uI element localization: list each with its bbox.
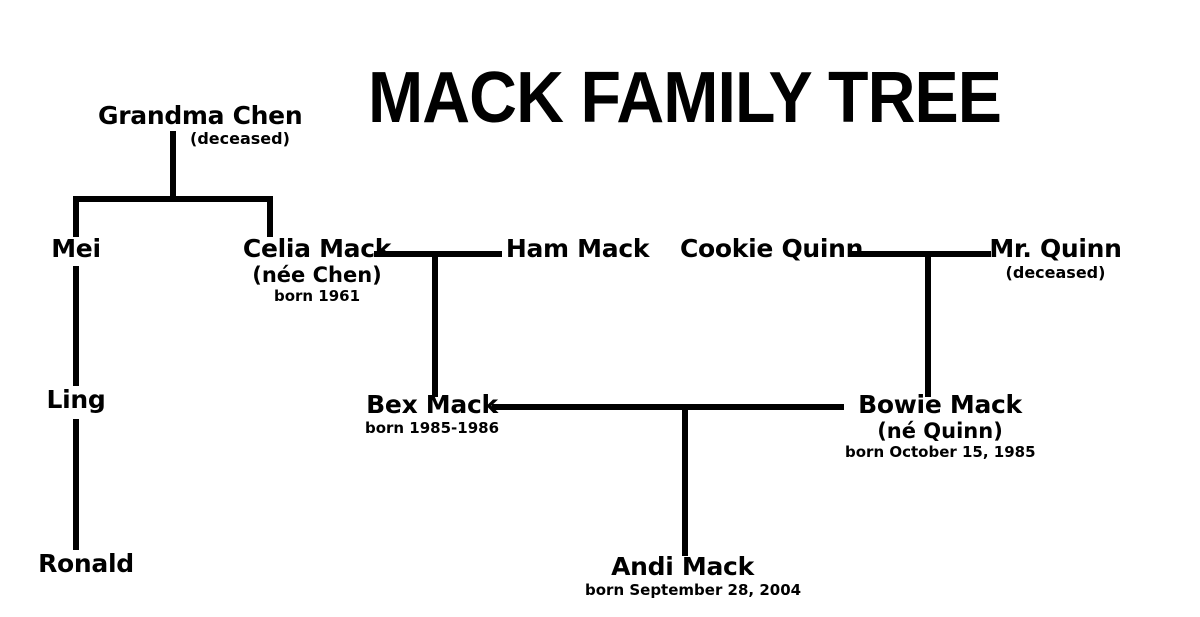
person-born-bowie-mack: born October 15, 1985 <box>845 443 1036 462</box>
person-node-mr-quinn: Mr. Quinn (deceased) <box>988 234 1123 283</box>
connector-drop-mei <box>73 196 79 237</box>
connector-mei-to-ling <box>73 266 79 386</box>
person-name-mr-quinn: Mr. Quinn <box>989 234 1122 263</box>
person-name-andi-mack: Andi Mack <box>611 552 754 581</box>
person-maiden-celia-mack: (née Chen) <box>252 263 382 288</box>
person-name-grandma-chen: Grandma Chen <box>98 101 303 130</box>
connector-marriage-cookie-mrquinn <box>849 251 991 257</box>
person-node-bowie-mack: Bowie Mack (né Quinn) born October 15, 1… <box>845 390 1036 462</box>
person-born-celia-mack: born 1961 <box>273 287 361 306</box>
person-name-celia-mack: Celia Mack <box>242 234 392 263</box>
person-name-mei: Mei <box>51 234 101 263</box>
person-name-ham-mack: Ham Mack <box>505 234 650 263</box>
person-born-andi-mack: born September 28, 2004 <box>585 581 802 600</box>
connector-sibling-bar-chen <box>73 196 273 202</box>
connector-bex-bowie-to-andi <box>682 404 688 556</box>
person-name-ling: Ling <box>46 385 106 414</box>
person-name-bowie-mack: Bowie Mack <box>858 390 1022 419</box>
person-node-celia-mack: Celia Mack (née Chen) born 1961 <box>222 234 412 306</box>
person-node-andi-mack: Andi Mack born September 28, 2004 <box>585 552 802 600</box>
connector-drop-celia <box>267 196 273 237</box>
person-node-mei: Mei <box>26 234 126 263</box>
person-node-ham-mack: Ham Mack <box>505 234 650 263</box>
connector-marriage-celia-ham <box>374 251 502 257</box>
person-node-bex-mack: Bex Mack born 1985-1986 <box>352 390 512 438</box>
person-status-mr-quinn: (deceased) <box>1005 263 1106 283</box>
connector-marriage-bex-bowie <box>492 404 844 410</box>
person-name-ronald: Ronald <box>38 549 134 578</box>
person-name-bex-mack: Bex Mack <box>366 390 498 419</box>
connector-ling-to-ronald <box>73 419 79 550</box>
connector-celia-ham-to-bex <box>432 251 438 397</box>
connector-grandma-chen-stem <box>170 131 176 199</box>
person-born-bex-mack: born 1985-1986 <box>364 419 500 438</box>
person-maiden-bowie-mack: (né Quinn) <box>877 419 1003 444</box>
person-node-grandma-chen: Grandma Chen (deceased) <box>98 101 303 147</box>
person-node-ling: Ling <box>26 385 126 414</box>
person-node-cookie-quinn: Cookie Quinn <box>680 234 864 263</box>
page-title: MACK FAMILY TREE <box>368 58 1002 138</box>
person-status-grandma-chen: (deceased) <box>190 129 290 148</box>
connector-quinn-to-bowie <box>925 251 931 397</box>
person-name-cookie-quinn: Cookie Quinn <box>680 234 864 263</box>
person-node-ronald: Ronald <box>26 549 146 578</box>
